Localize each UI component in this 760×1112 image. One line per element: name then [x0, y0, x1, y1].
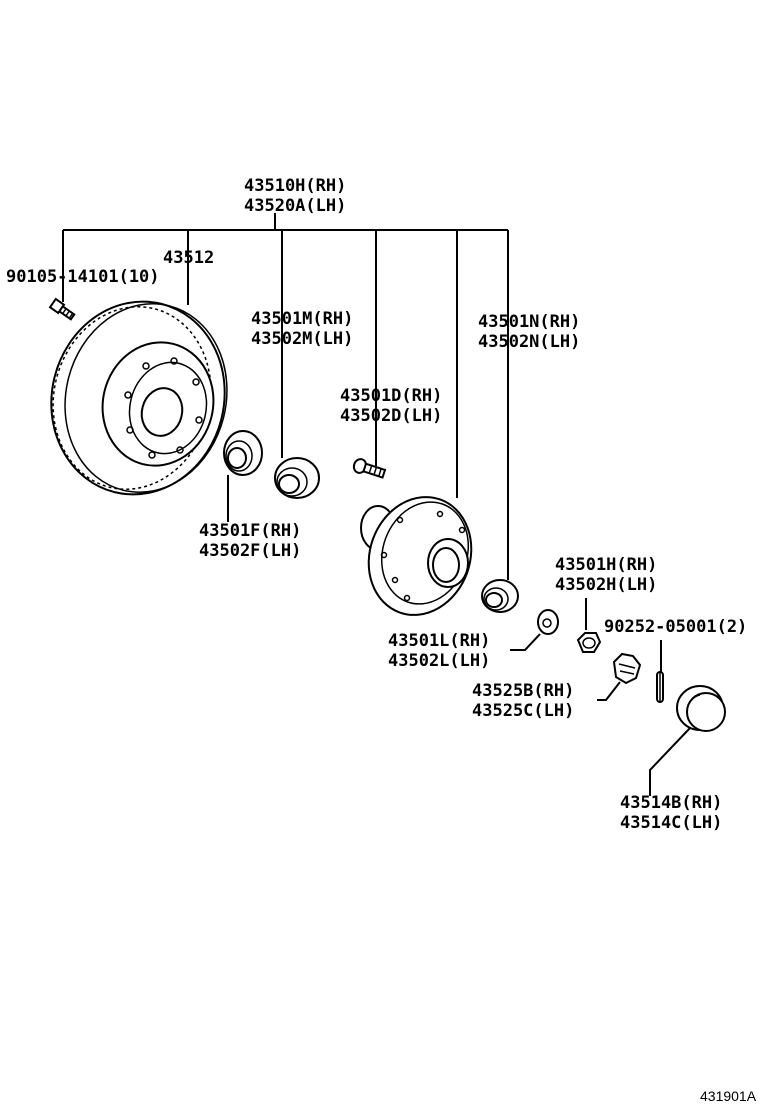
nut-lock-icon	[612, 652, 642, 685]
nut-rh-label: 43501H(RH)	[555, 555, 657, 575]
cotter-pin-icon	[656, 671, 664, 703]
washer-icon	[537, 609, 559, 635]
outer-bearing-lh-label: 43502N(LH)	[478, 332, 580, 352]
hub-bolt-icon	[352, 458, 387, 479]
rotor-label: 43512	[163, 248, 214, 268]
lock-cap-rh-label: 43525B(RH)	[472, 681, 574, 701]
inner-bearing-rh-label: 43501M(RH)	[251, 309, 353, 329]
grease-cap-lh-label: 43514C(LH)	[620, 813, 722, 833]
inner-bearing-icon	[274, 457, 320, 499]
part-leader-lines	[227, 475, 691, 796]
inner-bearing-lh-label: 43502M(LH)	[251, 329, 353, 349]
diagram-code: 431901A	[700, 1088, 757, 1104]
hub-bolt-lh-label: 43502D(LH)	[340, 406, 442, 426]
nut-icon	[576, 632, 602, 653]
washer-rh-label: 43501L(RH)	[388, 631, 490, 651]
assembly-lh-label: 43520A(LH)	[244, 196, 346, 216]
inner-seal-rh-label: 43501F(RH)	[199, 521, 301, 541]
bolt-icon	[48, 297, 76, 321]
assembly-rh-label: 43510H(RH)	[244, 176, 346, 196]
assembly-leader-lines	[62, 213, 509, 580]
assembly-label: 43510H(RH) 43520A(LH)	[244, 176, 346, 216]
outer-bearing-icon	[481, 579, 519, 613]
grease-cap-icon	[676, 685, 726, 732]
grease-cap-rh-label: 43514B(RH)	[620, 793, 722, 813]
outer-bearing-rh-label: 43501N(RH)	[478, 312, 580, 332]
cotter-pin-label: 90252-05001(2)	[604, 617, 747, 637]
washer-lh-label: 43502L(LH)	[388, 651, 490, 671]
inner-seal-lh-label: 43502F(LH)	[199, 541, 301, 561]
lock-cap-lh-label: 43525C(LH)	[472, 701, 574, 721]
brake-rotor-icon	[50, 300, 228, 496]
nut-lh-label: 43502H(LH)	[555, 575, 657, 595]
bolt-label: 90105-14101(10)	[6, 267, 160, 287]
hub-bolt-rh-label: 43501D(RH)	[340, 386, 442, 406]
hub-icon	[360, 496, 473, 616]
oil-seal-icon	[223, 430, 263, 476]
